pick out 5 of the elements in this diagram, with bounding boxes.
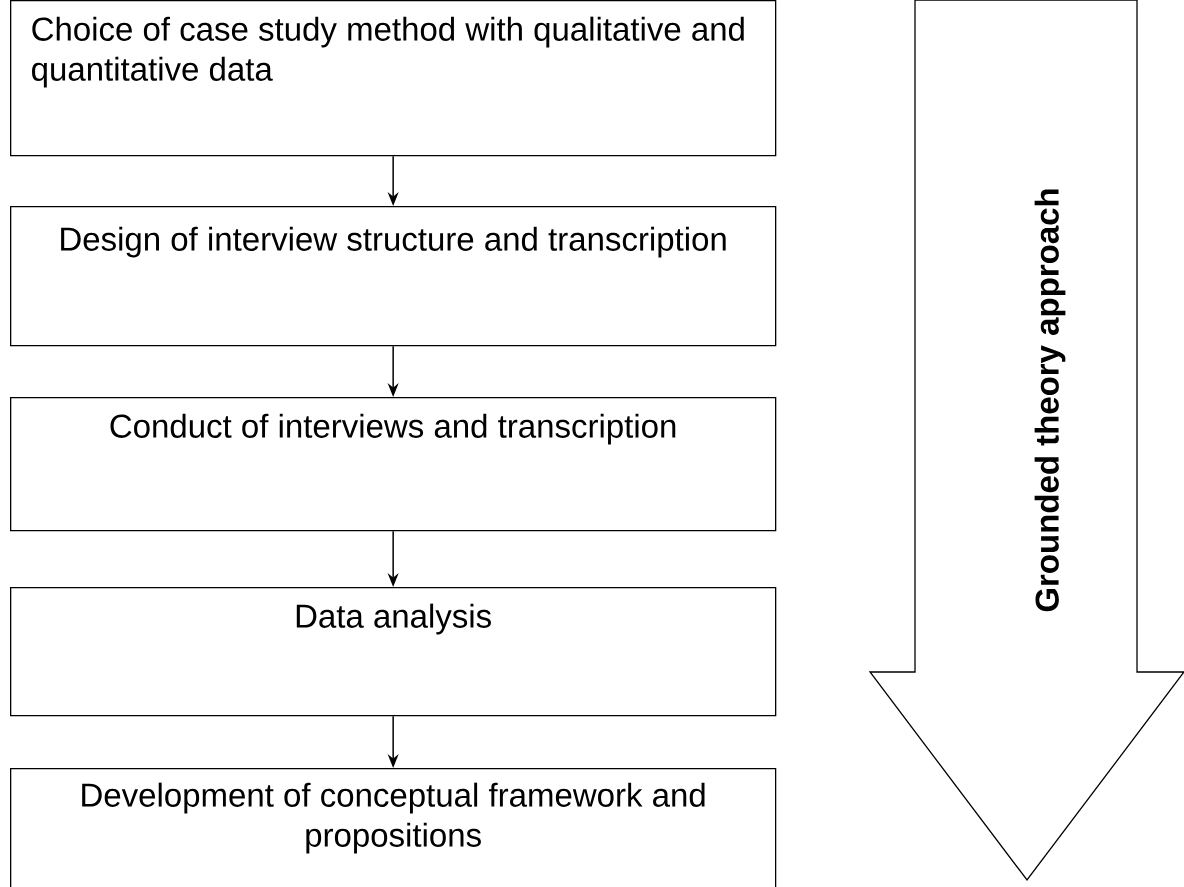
process-box: Conduct of interviews and transcription xyxy=(10,397,777,532)
process-box: Design of interview structure and transcription xyxy=(10,206,777,347)
process-box: Development of conceptual framework and propositions xyxy=(10,768,777,887)
process-box: Data analysis xyxy=(10,587,777,717)
process-box: Choice of case study method with qualitative and quantitative data xyxy=(10,0,777,157)
